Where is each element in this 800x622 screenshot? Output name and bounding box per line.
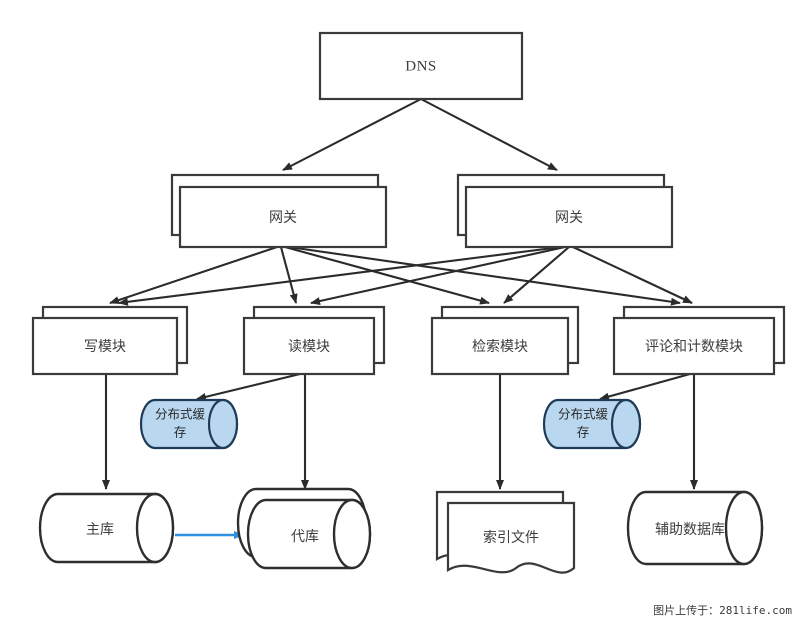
comment-module-box-front xyxy=(612,316,776,376)
master-db-end-ellipse xyxy=(135,492,175,564)
node-comment-module[interactable]: 评论和计数模块 xyxy=(612,305,786,376)
edge-layer xyxy=(102,98,698,539)
node-gateway-left[interactable]: 网关 xyxy=(170,173,388,249)
read-module-label: 读模块 xyxy=(288,338,330,355)
node-aux-db[interactable]: 辅助数据库 xyxy=(626,490,764,566)
node-dns[interactable]: DNS xyxy=(318,31,524,101)
cache-left-label-line2: 存 xyxy=(174,425,187,440)
edge-comment-module-to-cache-right xyxy=(599,372,691,401)
gateway-right-box-front xyxy=(464,185,674,249)
node-cache-left[interactable]: 分布式缓 存 xyxy=(139,398,239,450)
cache-left-label-line1: 分布式缓 xyxy=(155,407,206,422)
edge-gateway-left-to-search-module xyxy=(284,245,490,305)
node-write-module[interactable]: 写模块 xyxy=(31,305,189,376)
slave-db-end-ellipse xyxy=(332,498,372,570)
write-module-label: 写模块 xyxy=(84,339,126,355)
master-db-label: 主库 xyxy=(86,522,114,538)
watermark-text: 图片上传于：281life.com xyxy=(653,604,792,617)
aux-db-end-ellipse xyxy=(724,490,764,566)
edge-read-module-to-cache-left xyxy=(196,372,301,401)
node-search-module[interactable]: 检索模块 xyxy=(430,305,580,376)
write-module-box-front xyxy=(31,316,179,376)
edge-gateway-left-to-read-module xyxy=(279,246,298,304)
gateway-left-box-front xyxy=(178,185,388,249)
gateway-left-label: 网关 xyxy=(269,210,297,226)
search-module-box-front xyxy=(430,316,570,376)
dns-box xyxy=(318,31,524,101)
node-read-module[interactable]: 读模块 xyxy=(242,305,386,376)
read-module-box-front xyxy=(242,316,376,376)
node-master-db[interactable]: 主库 xyxy=(38,492,175,564)
edge-gateway-right-to-read-module xyxy=(310,245,566,305)
comment-module-label: 评论和计数模块 xyxy=(645,339,743,355)
edge-gateway-left-to-write-module xyxy=(109,246,278,304)
cache-right-end-ellipse xyxy=(610,398,642,450)
dns-label: DNS xyxy=(405,58,437,74)
node-index-file[interactable]: 索引文件 xyxy=(435,490,576,574)
cache-right-label-line2: 存 xyxy=(577,425,590,440)
index-file-label: 索引文件 xyxy=(483,529,539,546)
edge-dns-to-gateway-right xyxy=(420,98,558,171)
edge-gateway-left-to-comment-module xyxy=(288,245,681,306)
edge-gateway-right-to-write-module xyxy=(118,245,562,306)
edge-dns-to-gateway-left xyxy=(282,98,422,171)
gateway-right-label: 网关 xyxy=(555,210,583,226)
cache-right-label-line1: 分布式缓 xyxy=(558,407,609,422)
edge-gateway-right-to-comment-module xyxy=(572,246,693,304)
node-gateway-right[interactable]: 网关 xyxy=(456,173,674,249)
index-file-doc-front xyxy=(446,501,576,574)
cache-left-end-ellipse xyxy=(207,398,239,450)
aux-db-label: 辅助数据库 xyxy=(655,522,725,538)
slave-db-label: 代库 xyxy=(291,529,319,545)
search-module-label: 检索模块 xyxy=(472,338,528,355)
node-cache-right[interactable]: 分布式缓 存 xyxy=(542,398,642,450)
edge-gateway-right-to-search-module xyxy=(503,246,570,304)
node-slave-db[interactable]: 代库 xyxy=(236,487,372,570)
